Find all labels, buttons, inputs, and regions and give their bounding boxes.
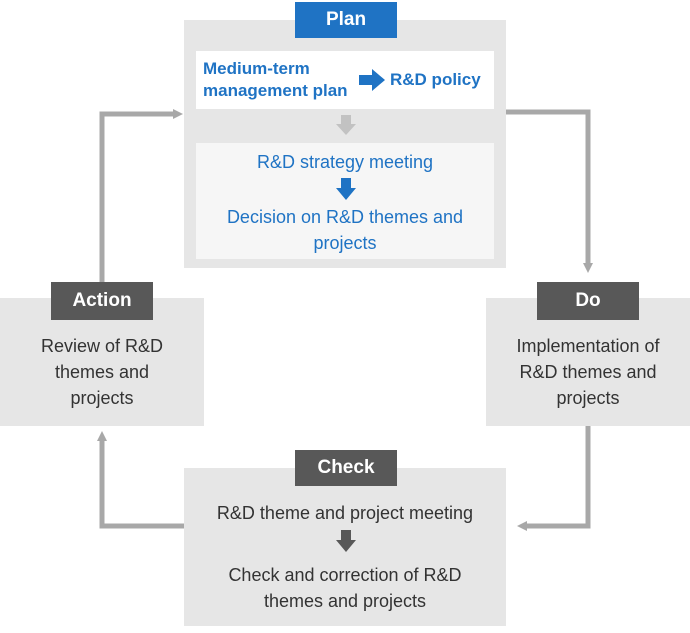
action-to-plan-arrow: [99, 109, 183, 282]
plan-top-panel: [196, 51, 494, 109]
check-to-action-arrow: [97, 431, 184, 529]
action-text: Review of R&D themes and projects: [40, 336, 164, 408]
plan-label: Plan: [295, 2, 397, 38]
plan-blue-down-arrow-icon: [336, 178, 356, 200]
decision-text: Decision on R&D themes and projects: [226, 207, 464, 253]
check-label: Check: [295, 450, 397, 486]
plan-bottom-panel: [196, 143, 494, 259]
medium-term-plan-text: Medium-term management plan: [203, 59, 348, 100]
check-meeting-text: R&D theme and project meeting: [216, 503, 474, 523]
check-down-arrow-icon: [336, 530, 356, 552]
do-to-check-arrow: [517, 426, 591, 531]
action-label: Action: [51, 282, 153, 320]
plan-right-arrow-icon: [359, 69, 385, 91]
do-text: Implementation of R&D themes and project…: [516, 336, 660, 408]
do-label: Do: [537, 282, 639, 320]
plan-gray-down-arrow-icon: [336, 115, 356, 135]
rd-strategy-meeting-text: R&D strategy meeting: [256, 152, 434, 172]
rd-policy-text: R&D policy: [390, 70, 481, 89]
check-correction-text: Check and correction of R&D themes and p…: [228, 565, 462, 611]
plan-to-do-arrow: [506, 109, 593, 273]
